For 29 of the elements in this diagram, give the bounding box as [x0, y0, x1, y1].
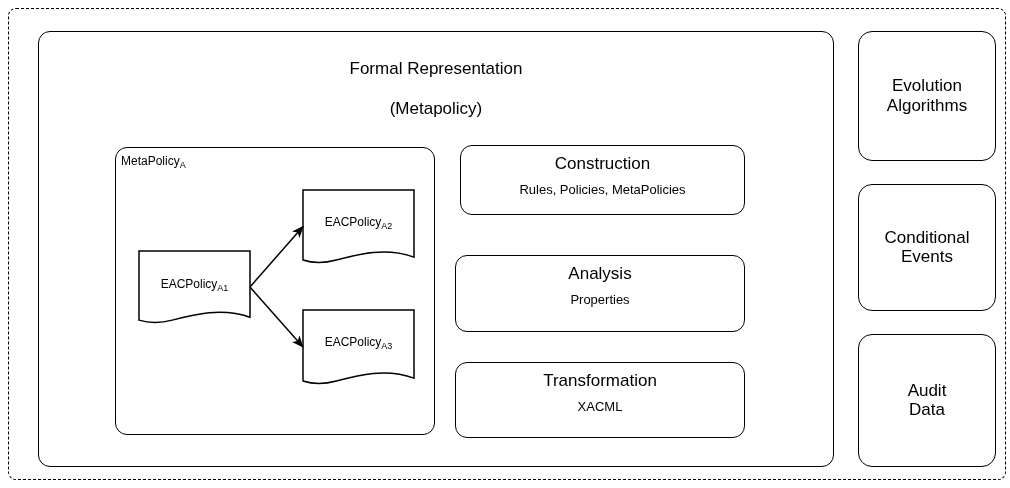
process-box	[858, 184, 996, 311]
box-title: Conditional Events	[883, 227, 971, 268]
panel-subtitle: (Metapolicy)	[388, 99, 484, 119]
box-title: Construction	[553, 154, 652, 174]
process-box	[455, 255, 745, 332]
arrow	[249, 225, 304, 288]
box-subtitle: Properties	[569, 293, 631, 308]
box-title: Analysis	[567, 264, 633, 284]
dashed-boundary-box	[8, 8, 1006, 480]
process-box	[460, 145, 745, 215]
box-title: Audit Data	[906, 380, 948, 421]
box-title: Evolution Algorithms	[885, 76, 969, 116]
box-title: Transformation	[542, 371, 658, 391]
document-label: EACPolicy$_{A3}$	[323, 336, 394, 350]
box-subtitle: XACML	[576, 400, 624, 415]
document-label: EACPolicy$_{A2}$	[323, 216, 394, 230]
document-label: EACPolicy$_{A1}$	[159, 278, 230, 292]
document-shape	[303, 310, 414, 384]
process-box	[858, 31, 996, 161]
document-shape	[303, 190, 414, 263]
process-box	[455, 362, 745, 438]
container-box	[115, 147, 435, 435]
container-label: MetaPolicy$_{A}$	[121, 155, 186, 169]
document-shape	[139, 251, 250, 323]
process-box	[858, 334, 996, 467]
panel-box	[38, 31, 834, 467]
box-subtitle: Rules, Policies, MetaPolicies	[518, 183, 687, 198]
arrow	[249, 286, 304, 348]
panel-title: Formal Representation	[348, 59, 524, 79]
